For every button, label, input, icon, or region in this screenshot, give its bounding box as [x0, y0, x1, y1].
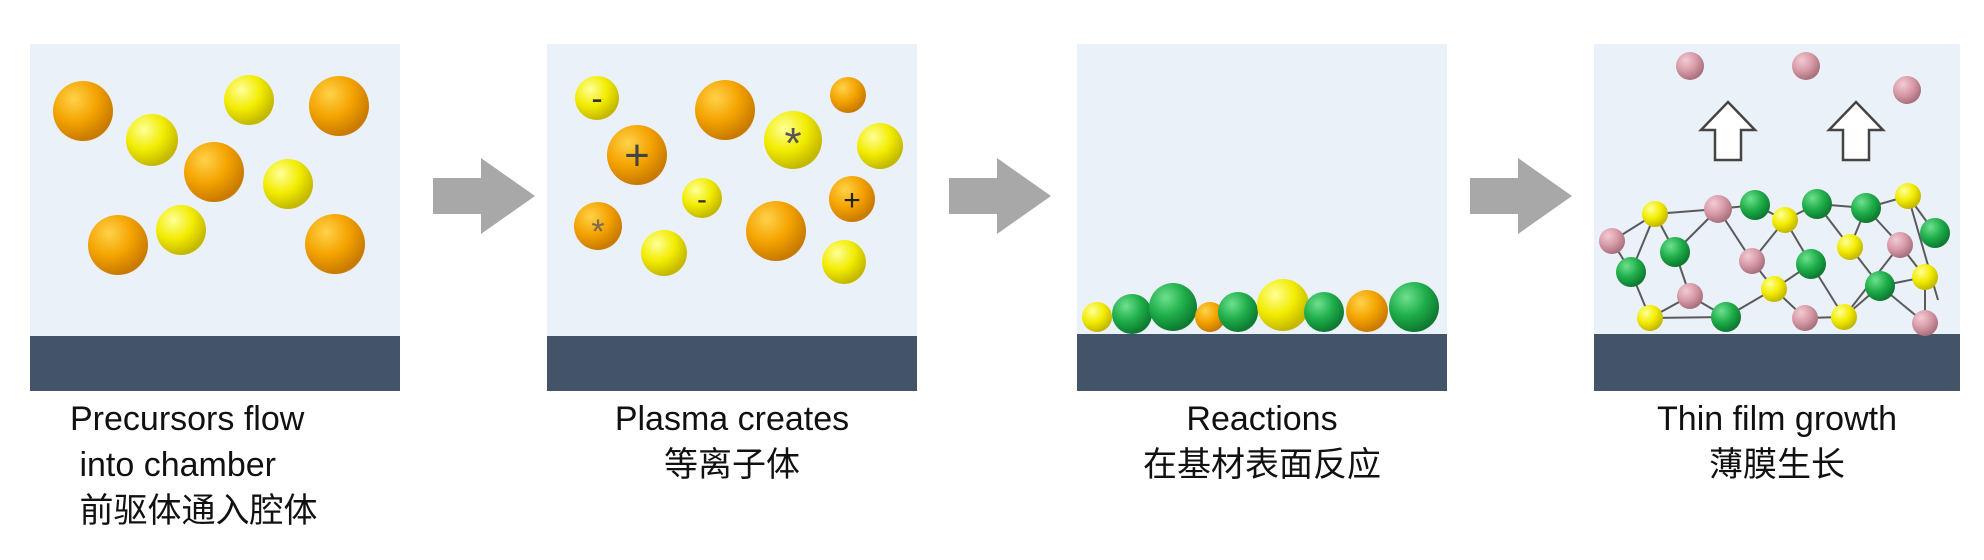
film-atom [1616, 257, 1646, 287]
precursor-molecule [822, 240, 866, 284]
excited-radical [574, 202, 622, 250]
film-atom [1920, 218, 1950, 248]
adsorbed-species [1389, 282, 1439, 332]
caption-line: Reactions [1186, 400, 1338, 438]
precursor-molecule [305, 214, 365, 274]
ion-positive-symbol: + [624, 131, 650, 180]
caption-reactions: Reactions 在基材表面反应 [1077, 396, 1447, 488]
precursor-molecule [746, 201, 806, 261]
flow-arrow [1470, 158, 1572, 234]
film-atom [1887, 232, 1913, 258]
precursor-molecule [641, 230, 687, 276]
film-atom [1660, 237, 1690, 267]
substrate [30, 336, 400, 391]
substrate [1077, 334, 1447, 391]
panel-thin-film [1594, 44, 1960, 391]
up-arrow-icon [1698, 100, 1758, 162]
byproduct-molecule [1792, 52, 1820, 80]
film-atom [1772, 207, 1798, 233]
caption-thin-film: Thin film growth 薄膜生长 [1594, 396, 1960, 488]
adsorbed-species [1082, 302, 1112, 332]
adsorbed-species [1112, 294, 1152, 334]
adsorbed-species [1218, 292, 1258, 332]
film-atom [1831, 304, 1857, 330]
film-atom [1912, 264, 1938, 290]
caption-line: Precursors flow [70, 400, 305, 438]
film-atom [1740, 190, 1770, 220]
ion-positive [607, 125, 667, 185]
precursor-molecule [263, 159, 313, 209]
adsorbed-species [1257, 279, 1309, 331]
caption-precursors: Precursors flow into chamber 前驱体通入腔体 [70, 396, 317, 534]
film-atom [1837, 234, 1863, 260]
film-atom [1796, 249, 1826, 279]
adsorbed-species [1195, 302, 1225, 332]
precursor-molecule [184, 142, 244, 202]
caption-plasma: Plasma creates 等离子体 [547, 396, 917, 488]
film-atom [1895, 183, 1921, 209]
caption-line: 薄膜生长 [1709, 446, 1845, 484]
film-atom [1802, 189, 1832, 219]
precursor-molecule [156, 205, 206, 255]
ion-negative-symbol: - [591, 80, 602, 118]
film-atom [1704, 195, 1732, 223]
up-arrow-icon [1826, 100, 1886, 162]
caption-line: 在基材表面反应 [1143, 446, 1381, 484]
caption-line: 前驱体通入腔体 [70, 492, 318, 530]
flow-arrow [433, 158, 535, 234]
caption-line: into chamber [70, 446, 276, 484]
caption-line: 等离子体 [664, 446, 800, 484]
ion-positive-symbol: + [843, 184, 861, 217]
excited-radical-symbol: * [591, 213, 604, 251]
precursor-molecule [126, 114, 178, 166]
film-atom [1792, 305, 1818, 331]
film-atom [1642, 201, 1668, 227]
film-atom [1851, 193, 1881, 223]
film-atom [1739, 248, 1765, 274]
ion-positive [829, 176, 875, 222]
precursor-molecule [309, 76, 369, 136]
film-atom [1677, 283, 1703, 309]
film-atom [1865, 271, 1895, 301]
film-atom [1912, 310, 1938, 336]
film-atom [1599, 228, 1625, 254]
film-atom [1711, 302, 1741, 332]
flow-arrow [949, 158, 1051, 234]
substrate [1594, 334, 1960, 391]
precursor-molecule [695, 80, 755, 140]
panel-reactions [1077, 44, 1447, 391]
byproduct-molecule [1893, 76, 1921, 104]
precursor-molecule [857, 123, 903, 169]
ion-negative [682, 178, 722, 218]
byproduct-molecule [1676, 52, 1704, 80]
precursor-molecule [88, 215, 148, 275]
ion-negative-symbol: - [697, 183, 707, 216]
caption-line: Thin film growth [1657, 400, 1897, 438]
precursor-molecule [830, 77, 866, 113]
panel-plasma: - + * - + * [547, 44, 917, 391]
adsorbed-species [1304, 292, 1344, 332]
substrate [547, 336, 917, 391]
film-atom [1761, 276, 1787, 302]
precursor-molecule [224, 75, 274, 125]
adsorbed-species [1149, 283, 1197, 331]
adsorbed-species [1346, 290, 1388, 332]
caption-line: Plasma creates [614, 400, 850, 438]
film-atom [1637, 305, 1663, 331]
ion-negative [575, 76, 619, 120]
panel-precursors [30, 44, 400, 391]
excited-radical [764, 111, 822, 169]
excited-radical-symbol: * [784, 119, 801, 168]
precursor-molecule [53, 81, 113, 141]
chamber-background [1077, 44, 1447, 336]
